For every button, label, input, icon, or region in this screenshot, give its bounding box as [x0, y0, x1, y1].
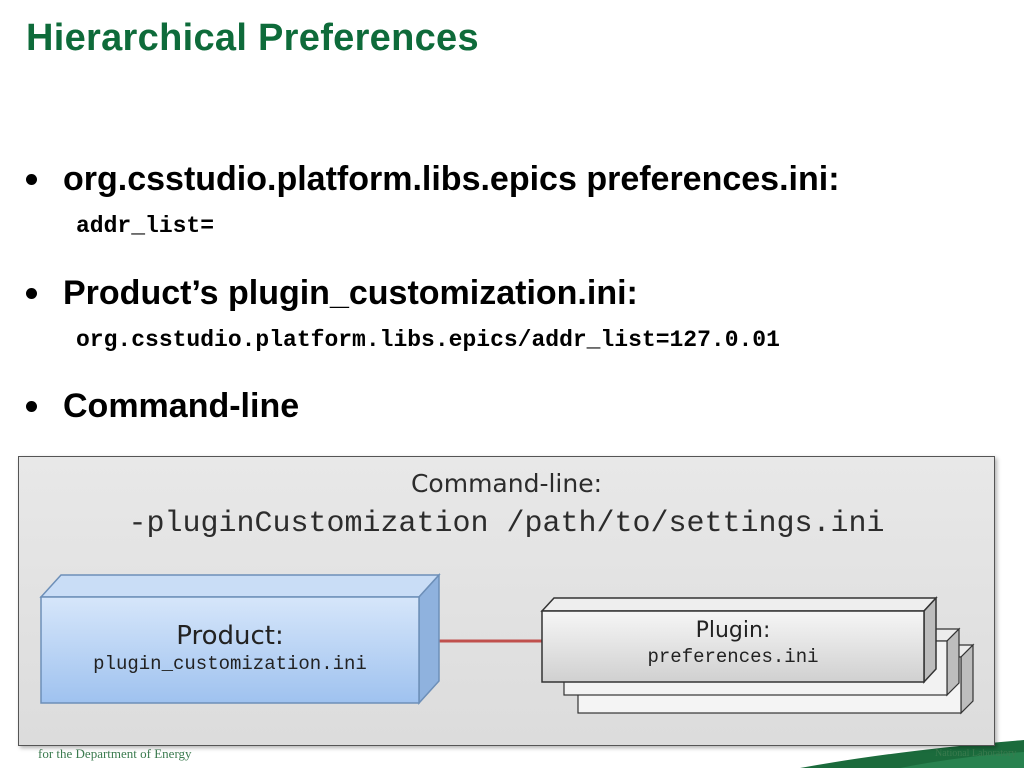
bullet-3-text: Command-line	[63, 387, 300, 425]
bullet-dot-icon	[26, 401, 37, 412]
plugin-box-title: Plugin:	[695, 618, 771, 643]
product-box-label: Product: plugin_customization.ini	[41, 621, 419, 675]
bullet-1-code: addr_list=	[76, 213, 215, 239]
plugin-box-stack	[540, 596, 975, 715]
plugin-box-file: preferences.ini	[647, 646, 819, 668]
bullet-2-text: Product’s plugin_customization.ini:	[63, 274, 638, 312]
diagram-header-title: Command-line:	[410, 469, 603, 498]
bullet-dot-icon	[26, 174, 37, 185]
diagram-shapes	[39, 573, 975, 715]
diagram-header-command: -pluginCustomization /path/to/settings.i…	[128, 507, 885, 541]
bullet-dot-icon	[26, 288, 37, 299]
plugin-box-label: Plugin: preferences.ini	[542, 618, 924, 668]
product-box-file: plugin_customization.ini	[93, 653, 367, 675]
product-box-title: Product:	[176, 621, 284, 651]
product-box	[39, 573, 441, 705]
slide-title: Hierarchical Preferences	[26, 17, 479, 59]
footer-swoosh-graphic	[800, 740, 1024, 768]
bullet-2-code: org.csstudio.platform.libs.epics/addr_li…	[76, 327, 780, 353]
diagram-panel: Command-line: -pluginCustomization /path…	[18, 456, 995, 746]
plugin-box-front	[540, 596, 938, 684]
footer-left-text: for the Department of Energy	[38, 746, 192, 761]
bullet-1-text: org.csstudio.platform.libs.epics prefere…	[63, 160, 840, 198]
footer-right-text: National Laboratory	[935, 748, 1017, 759]
